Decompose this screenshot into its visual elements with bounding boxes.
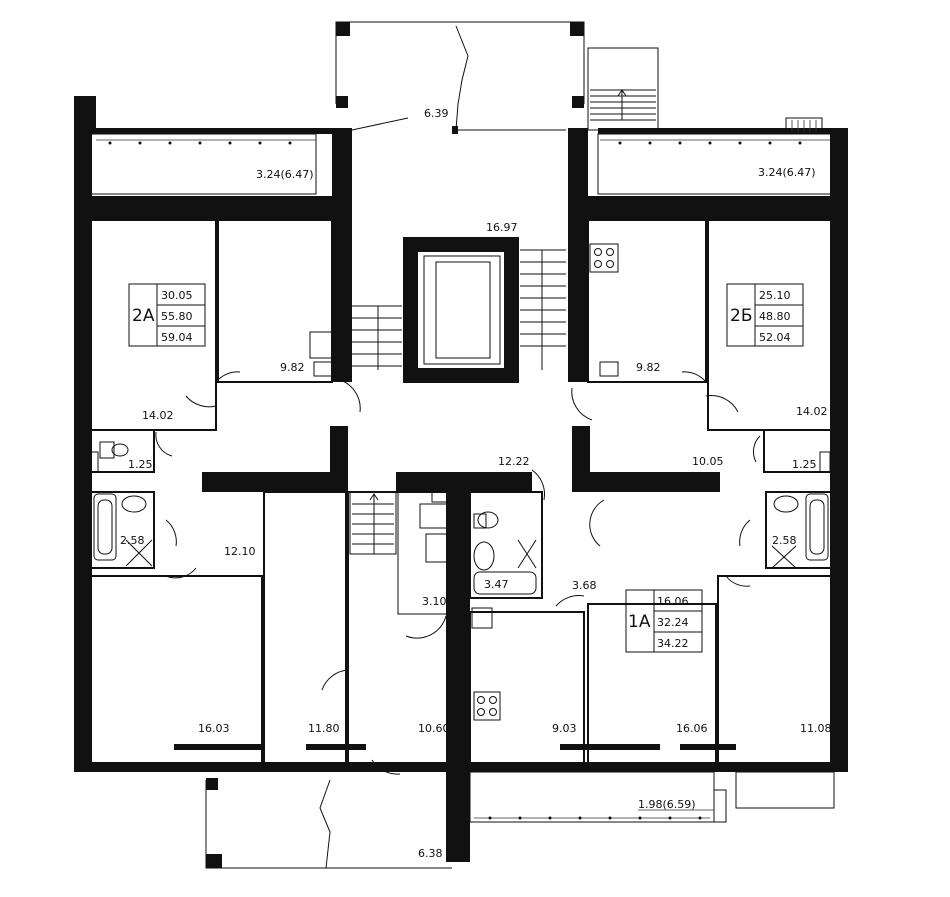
porch-bottom	[205, 778, 452, 869]
room-label-wc-2a: 1.25	[128, 458, 153, 471]
room-label-stair-hall: 16.97	[486, 221, 518, 234]
room-label-porch-bottom: 6.38	[418, 847, 443, 860]
apartment-box-2a: 2А 30.05 55.80 59.04	[128, 283, 206, 347]
apartment-living-2a: 30.05	[161, 289, 193, 302]
apartment-total-2a: 55.80	[161, 310, 193, 323]
apartment-living-2b: 25.10	[759, 289, 791, 302]
room-label-corridor-2a: 12.10	[224, 545, 256, 558]
room-label-kitchen-2b: 9.82	[636, 361, 661, 374]
room-label-corridor-2b: 10.05	[692, 455, 724, 468]
room-label-bath-2b: 2.58	[772, 534, 797, 547]
porch-top	[335, 21, 585, 134]
room-label-wc-2b: 1.25	[792, 458, 817, 471]
balcony-top-right	[597, 133, 833, 195]
stairwell	[332, 128, 588, 383]
room-label-room-1a: 16.06	[676, 722, 708, 735]
apartment-with-balcony-1a: 34.22	[657, 637, 689, 650]
interior-walls	[87, 196, 833, 862]
room-label-room-bl: 16.03	[198, 722, 230, 735]
balcony-dots	[108, 141, 802, 145]
balcony-top-left	[87, 133, 317, 195]
stair-treads-right	[520, 249, 566, 370]
room-label-bath-1a: 3.47	[484, 578, 509, 591]
room-label-hall-2a: 14.02	[142, 409, 174, 422]
room-label-balcony-tl: 3.24(6.47)	[256, 168, 314, 181]
apartment-name-1a: 1А	[628, 612, 651, 632]
room-label-bath-2a: 2.58	[120, 534, 145, 547]
apartment-total-2b: 48.80	[759, 310, 791, 323]
stair-lower	[349, 491, 397, 555]
room-label-lobby: 12.22	[498, 455, 530, 468]
apartment-with-balcony-2a: 59.04	[161, 331, 193, 344]
room-label-kitchen-2a: 9.82	[280, 361, 305, 374]
room-label-room-b2: 11.80	[308, 722, 340, 735]
room-label-porch-top: 6.39	[424, 107, 449, 120]
room-label-room-b3: 10.60	[418, 722, 450, 735]
apartment-name-2b: 2Б	[730, 306, 752, 326]
room-label-hall-2b: 14.02	[796, 405, 828, 418]
room-labels: 3.24(6.47) 3.24(6.47) 6.39 16.97 9.82 9.…	[120, 107, 832, 860]
apartment-box-2b: 2Б 25.10 48.80 52.04	[726, 283, 804, 347]
apartment-total-1a: 32.24	[657, 616, 689, 629]
room-label-hall-1a: 3.68	[572, 579, 597, 592]
apartment-with-balcony-2b: 52.04	[759, 331, 791, 344]
balcony-bottom	[469, 771, 835, 823]
apartment-name-2a: 2А	[132, 306, 155, 326]
apartment-living-1a: 16.06	[657, 595, 689, 608]
apartment-box-1a: 1А 16.06 32.24 34.22	[625, 589, 703, 653]
doors	[155, 371, 761, 775]
room-label-kitchen-mid: 3.10	[422, 595, 447, 608]
exterior-stair-top	[587, 47, 823, 135]
sanitary-fixtures	[89, 243, 831, 721]
room-label-balcony-tr: 3.24(6.47)	[758, 166, 816, 179]
room-label-room-b4: 9.03	[552, 722, 577, 735]
stair-treads-left	[352, 305, 402, 370]
room-label-balcony-bottom: 1.98(6.59)	[638, 798, 696, 811]
room-label-room-br: 11.08	[800, 722, 832, 735]
